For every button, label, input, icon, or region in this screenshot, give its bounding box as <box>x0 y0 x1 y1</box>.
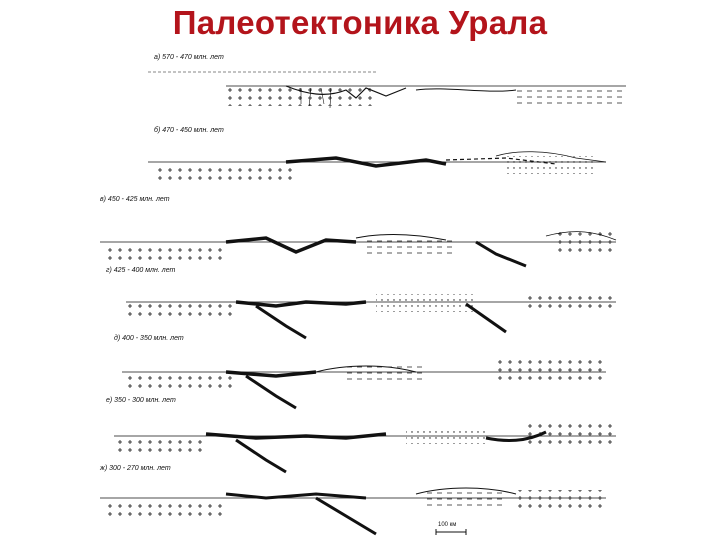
scale-bar: 100 км <box>435 522 467 535</box>
stage-g-label: г) 425 - 400 млн. лет <box>106 267 176 274</box>
stage-a-label: а) 570 - 470 млн. лет <box>154 54 224 61</box>
stage-zh-label: ж) 300 - 270 млн. лет <box>99 465 171 472</box>
paleotectonic-diagram: а) 570 - 470 млн. лет б) 470 - 450 млн. … <box>99 54 626 536</box>
stage-e: е) 350 - 300 млн. лет <box>106 397 616 474</box>
stage-zh: ж) 300 - 270 млн. лет <box>99 465 606 536</box>
stage-b-label: б) 470 - 450 млн. лет <box>154 126 224 134</box>
stage-v-label: в) 450 - 425 млн. лет <box>100 196 170 203</box>
slide-title: Палеотектоника Урала <box>172 4 548 41</box>
stage-g: г) 425 - 400 млн. лет <box>106 267 616 340</box>
stage-v: в) 450 - 425 млн. лет <box>100 196 617 268</box>
stage-b: б) 470 - 450 млн. лет <box>148 126 607 180</box>
scale-bar-label: 100 км <box>438 522 456 528</box>
stage-d: д) 400 - 350 млн. лет <box>114 334 606 410</box>
stage-a: а) 570 - 470 млн. лет <box>148 54 626 109</box>
stage-d-label: д) 400 - 350 млн. лет <box>114 334 184 342</box>
stage-e-label: е) 350 - 300 млн. лет <box>106 397 176 404</box>
